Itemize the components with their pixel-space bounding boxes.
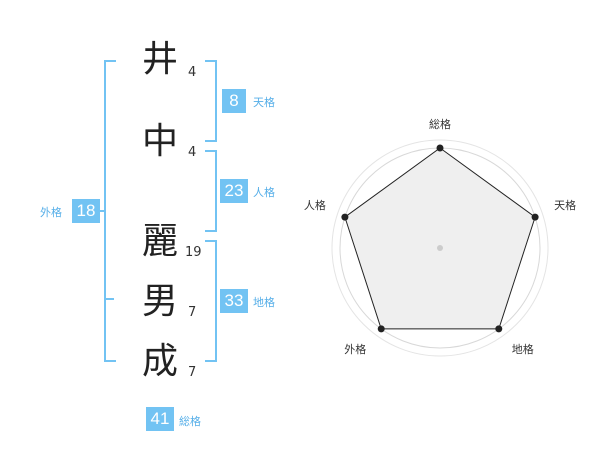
radar-axis-label: 人格	[304, 198, 326, 212]
chikaku-bracket	[205, 240, 217, 362]
name-char-1: 井	[141, 39, 178, 80]
tenkaku-label: 天格	[253, 96, 275, 109]
radar-point-3	[377, 325, 385, 333]
jinkaku-value: 23	[220, 179, 248, 203]
name-char-2: 中	[141, 121, 178, 162]
jinkaku-bracket	[205, 150, 217, 232]
gaikaku-bracket-inner-tick	[104, 298, 114, 300]
gaikaku-label: 外格	[40, 206, 62, 219]
radar-axis-label: 外格	[344, 342, 366, 356]
radar-point-2	[495, 325, 503, 333]
stroke-count-1: 4	[188, 65, 197, 80]
chikaku-label: 地格	[253, 296, 275, 309]
jinkaku-label: 人格	[253, 186, 275, 199]
tenkaku-value: 8	[222, 89, 246, 113]
tenkaku-bracket	[205, 60, 217, 142]
gaikaku-bracket	[104, 60, 116, 362]
name-char-4: 男	[141, 281, 178, 322]
stroke-count-3: 19	[185, 245, 202, 260]
stroke-count-2: 4	[188, 145, 197, 160]
name-char-5: 成	[141, 341, 178, 382]
name-char-3: 麗	[141, 221, 178, 262]
radar-point-0	[436, 144, 444, 152]
stroke-count-5: 7	[188, 365, 197, 380]
soukaku-label: 総格	[179, 415, 201, 428]
soukaku-value: 41	[146, 407, 174, 431]
gaikaku-value: 18	[72, 199, 100, 223]
radar-point-1	[531, 213, 539, 221]
radar-center-dot	[437, 245, 443, 251]
stroke-count-4: 7	[188, 305, 197, 320]
radar-axis-label: 総格	[429, 117, 451, 131]
radar-polygon	[344, 147, 536, 330]
radar-points	[341, 144, 539, 333]
radar-axis-label: 地格	[512, 342, 534, 356]
radar-ring	[331, 139, 549, 357]
radar-axis-label: 天格	[554, 198, 576, 212]
chikaku-value: 33	[220, 289, 248, 313]
radar-point-4	[341, 213, 349, 221]
